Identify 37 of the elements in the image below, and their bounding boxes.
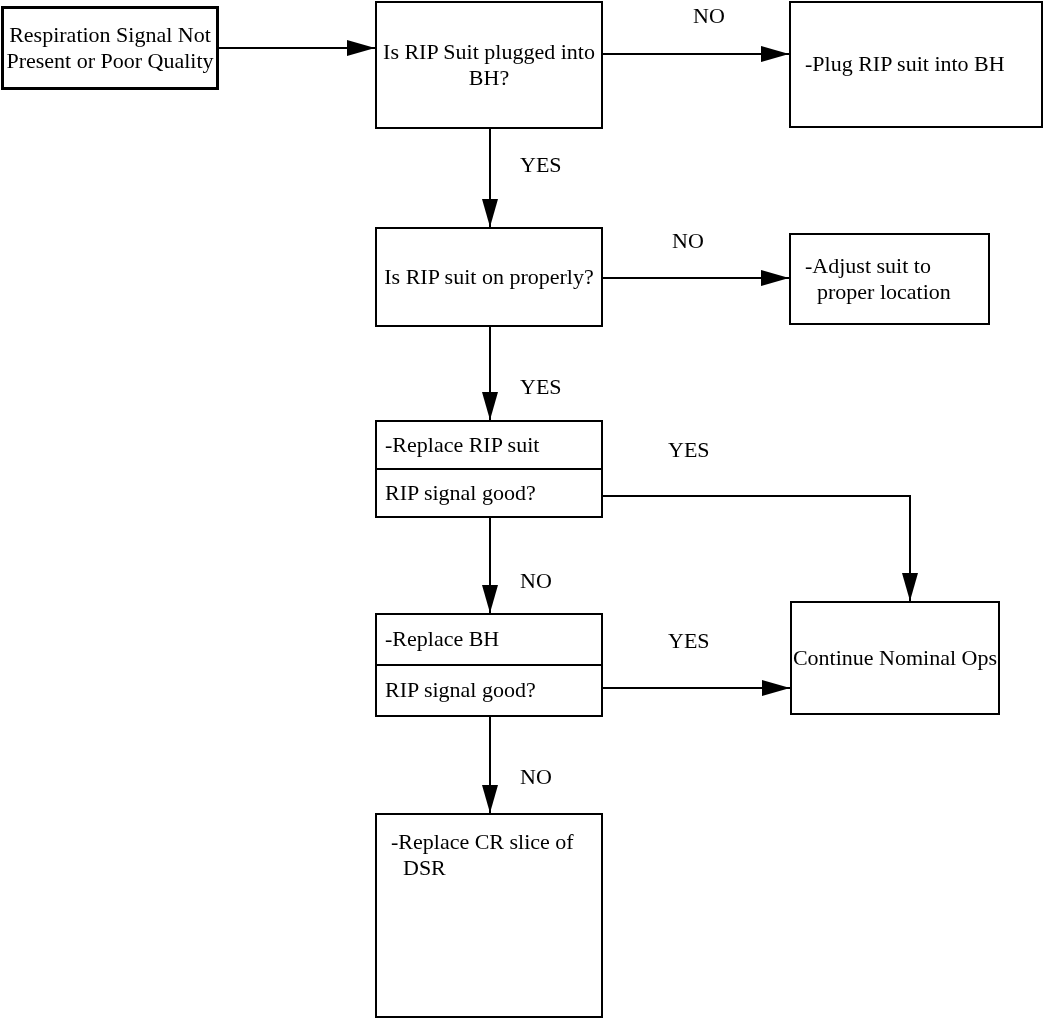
edge-label: NO bbox=[520, 568, 552, 595]
process-box bbox=[375, 227, 603, 327]
process-box bbox=[375, 613, 603, 717]
arrow bbox=[602, 270, 790, 286]
action-box bbox=[375, 813, 603, 1018]
edge-label: NO bbox=[672, 228, 704, 255]
node-text: Continue Nominal Ops bbox=[792, 644, 998, 672]
step-text: -Replace BH bbox=[385, 626, 500, 653]
node-text: Is RIP suit on properly? bbox=[384, 263, 594, 291]
arrow bbox=[602, 46, 790, 62]
decision-text: RIP signal good? bbox=[385, 479, 536, 507]
node-text: Respiration Signal Not Present or Poor Quality bbox=[5, 21, 215, 75]
node-text: -Adjust suit to proper location bbox=[805, 252, 952, 306]
process-box bbox=[375, 1, 603, 129]
node-text: Is RIP Suit plugged into BH? bbox=[382, 38, 596, 92]
arrow bbox=[482, 326, 498, 421]
action-box bbox=[789, 233, 990, 325]
process-box bbox=[375, 420, 603, 518]
process-box bbox=[790, 601, 1000, 715]
edge-label: YES bbox=[668, 628, 710, 655]
edge-label: NO bbox=[693, 3, 725, 30]
step-text: -Replace RIP suit bbox=[385, 431, 540, 459]
edge-label: YES bbox=[520, 374, 562, 401]
node-text: -Plug RIP suit into BH bbox=[805, 51, 1005, 78]
arrow bbox=[218, 40, 376, 56]
decision-text: RIP signal good? bbox=[385, 677, 536, 704]
action-box bbox=[789, 1, 1043, 128]
edge-label: YES bbox=[520, 152, 562, 179]
arrow bbox=[482, 128, 498, 228]
process-box bbox=[1, 6, 219, 90]
node-text: -Replace CR slice of DSR bbox=[391, 829, 575, 882]
arrow bbox=[602, 680, 791, 696]
arrow bbox=[482, 517, 498, 614]
edge-label: NO bbox=[520, 764, 552, 791]
arrow bbox=[602, 495, 918, 602]
edge-label: YES bbox=[668, 437, 710, 464]
arrow bbox=[482, 716, 498, 814]
